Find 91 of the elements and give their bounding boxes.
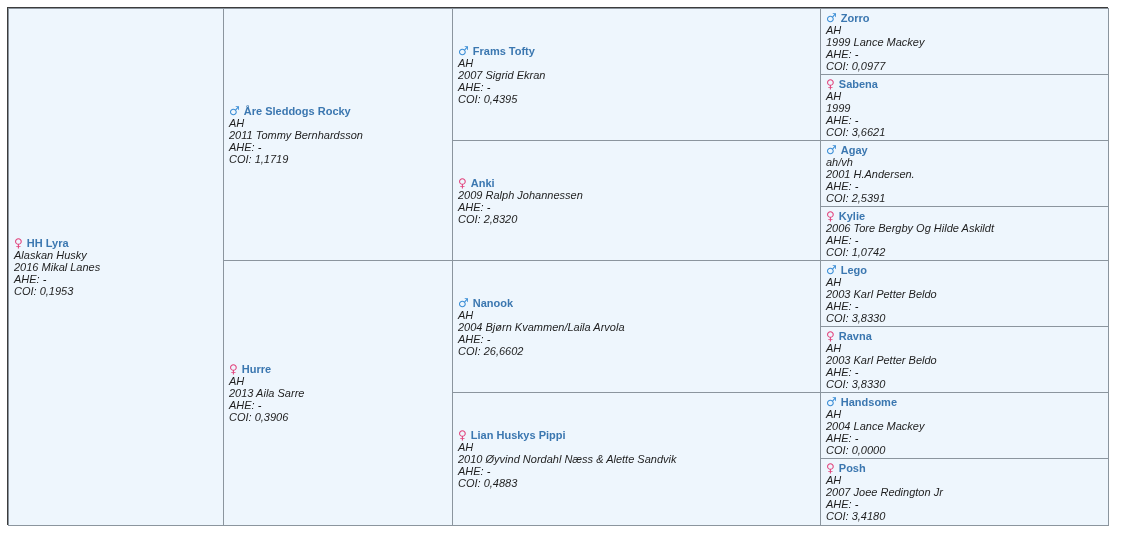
detail-text: COI: 3,8330 — [826, 377, 887, 390]
detail-text: COI: 0,3906 — [229, 411, 290, 423]
dog-name-link: Kylie — [838, 209, 866, 222]
detail-text: AHE: - — [826, 47, 860, 60]
detail-text: 2016 Mikal Lanes — [14, 261, 102, 273]
detail-text: AH — [826, 23, 843, 36]
detail-text: ah/vh — [826, 155, 853, 168]
detail-text: AHE: - — [826, 365, 860, 378]
detail-text: Alaskan Husky — [14, 249, 88, 261]
dog-name-link: Lego — [840, 263, 868, 276]
pedigree-cell — [8, 8, 224, 526]
detail-text: AH — [826, 275, 842, 288]
detail-text: AH — [826, 474, 843, 486]
detail-text: COI: 2,8320 — [458, 212, 519, 225]
detail-text: AHE: - — [826, 179, 860, 192]
detail-text: COI: 0,1953 — [14, 285, 75, 297]
detail-text: COI: 26,6602 — [458, 344, 525, 357]
male-symbol-icon: ♂ — [826, 263, 837, 276]
detail-text: AHE: - — [229, 140, 262, 153]
male-symbol-icon: ♂ — [458, 44, 469, 57]
detail-text: COI: 3,4180 — [826, 510, 887, 522]
detail-text: AHE: - — [826, 431, 860, 444]
detail-text: AHE: - — [826, 498, 860, 510]
detail-text: 1999 Lance Mackey — [826, 35, 926, 48]
female-symbol-icon: ♀ — [458, 429, 467, 441]
dog-name-link: Zorro — [840, 11, 870, 24]
male-symbol-icon: ♂ — [826, 143, 837, 156]
detail-text: AH — [458, 308, 475, 321]
detail-text: COI: 0,4883 — [458, 477, 519, 489]
female-symbol-icon: ♀ — [458, 176, 467, 189]
detail-text: AHE: - — [458, 80, 491, 93]
detail-text: AH — [458, 441, 475, 453]
detail-text: 2007 Joee Redington Jr — [826, 486, 944, 498]
dog-name-link: Nanook — [472, 296, 514, 309]
detail-text: AH — [458, 56, 475, 69]
detail-text: AH — [826, 341, 843, 354]
detail-text: 2004 Bjørn Kvammen/Laila Arvola — [458, 320, 626, 333]
dog-name-link: Sabena — [838, 77, 878, 90]
detail-text: 2001 H.Andersen. — [826, 167, 916, 180]
detail-text: 2004 Lance Mackey — [826, 419, 926, 432]
female-symbol-icon: ♀ — [826, 462, 835, 474]
detail-text: COI: 0,4395 — [458, 92, 519, 105]
dog-name-link: HH Lyra — [26, 237, 69, 249]
detail-text: 2007 Sigrid Ekran — [458, 68, 547, 81]
female-symbol-icon: ♀ — [826, 77, 835, 90]
detail-text: 2003 Karl Petter Beldo — [826, 353, 938, 366]
female-symbol-icon: ♀ — [826, 329, 835, 342]
dog-name-link: Agay — [840, 143, 868, 156]
dog-name-link: Anki — [470, 176, 495, 189]
detail-text: AHE: - — [458, 465, 492, 477]
detail-text: COI: 3,8330 — [826, 311, 887, 324]
detail-text: 1999 — [826, 101, 852, 114]
detail-text: AH — [826, 89, 843, 102]
detail-text: AHE: - — [458, 200, 491, 213]
detail-text: COI: 2,5391 — [826, 191, 887, 204]
detail-text: 2013 Aila Sarre — [229, 387, 306, 399]
dog-name-link: Posh — [838, 462, 866, 474]
detail-text: 2010 Øyvind Nordahl Næss & Alette Sandvik — [458, 453, 678, 465]
detail-text: AHE: - — [458, 332, 491, 345]
male-symbol-icon: ♂ — [826, 395, 837, 408]
detail-text: AH — [229, 116, 246, 129]
detail-text: AHE: - — [229, 399, 263, 411]
detail-text: COI: 0,0000 — [826, 443, 887, 456]
dog-name-link: Handsome — [840, 395, 897, 408]
detail-text: AHE: - — [826, 233, 860, 246]
detail-text: 2009 Ralph Johannessen — [458, 188, 584, 201]
detail-text: 2006 Tore Bergby Og Hilde Askildt — [826, 221, 996, 234]
male-symbol-icon: ♂ — [826, 11, 837, 24]
detail-text: AHE: - — [826, 299, 860, 312]
detail-text: AH — [229, 375, 246, 387]
dog-name-link: Åre Sleddogs Rocky — [243, 104, 351, 117]
detail-text: AH — [826, 407, 843, 420]
detail-text: COI: 3,6621 — [826, 125, 887, 138]
male-symbol-icon: ♂ — [229, 104, 240, 117]
female-symbol-icon: ♀ — [14, 237, 23, 249]
dog-name-link: Frams Tofty — [472, 44, 535, 57]
male-symbol-icon: ♂ — [458, 296, 469, 309]
female-symbol-icon: ♀ — [826, 209, 835, 222]
detail-text: 2011 Tommy Bernhardsson — [229, 128, 364, 141]
detail-text: COI: 0,0977 — [826, 59, 887, 72]
detail-text: COI: 1,0742 — [826, 245, 887, 258]
female-symbol-icon: ♀ — [229, 363, 238, 375]
dog-name-link: Ravna — [838, 329, 872, 342]
pedigree-cell — [820, 8, 1109, 75]
detail-text: COI: 1,1719 — [229, 152, 290, 165]
dog-name-link: Hurre — [241, 363, 272, 375]
detail-text: AHE: - — [14, 273, 48, 285]
dog-name-link: Lian Huskys Pippi — [470, 429, 566, 441]
detail-text: 2003 Karl Petter Beldo — [826, 287, 938, 300]
detail-text: AHE: - — [826, 113, 860, 126]
pedigree-cell — [820, 458, 1109, 526]
